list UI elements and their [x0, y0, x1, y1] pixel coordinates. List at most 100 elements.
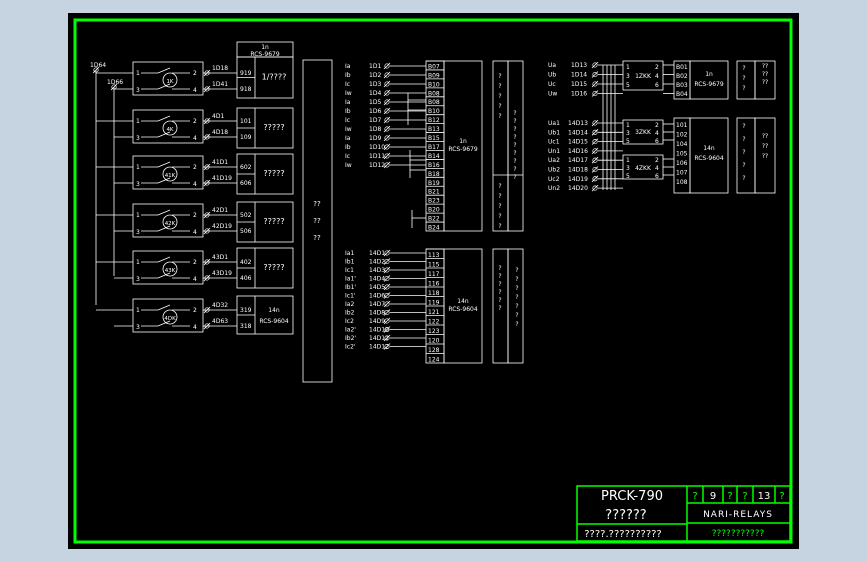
terminal-symbol	[384, 90, 390, 96]
terminal-symbol	[384, 292, 390, 299]
company-subtitle: ???????????	[712, 529, 765, 539]
phase-label: Ib	[345, 72, 351, 79]
terminal-symbol	[204, 134, 210, 140]
title-block	[576, 485, 791, 542]
terminal-slash	[591, 90, 599, 97]
terminal-label: 1D66	[107, 79, 123, 86]
terminal-slash	[383, 125, 391, 133]
drawing-number: PRCK-790	[601, 489, 663, 504]
strip-terminal-label: B08	[428, 99, 440, 106]
sheet-background	[68, 13, 799, 549]
strip-terminal-label: B02	[676, 73, 688, 80]
note-mark: ?	[498, 223, 501, 230]
pin-label: 5	[626, 82, 630, 89]
pin-label: 6	[655, 138, 659, 145]
box-term-label: 402	[240, 259, 252, 266]
strip-terminal-label: 116	[428, 281, 440, 288]
terminal-slash	[383, 107, 391, 115]
pin-label: 1	[626, 122, 630, 129]
phase-label: Ia2'	[345, 327, 356, 334]
phase-label: Ia1	[345, 250, 354, 257]
phase-label: Ib2'	[345, 335, 356, 342]
terminal-symbol	[384, 335, 390, 341]
note-mark: ?	[742, 136, 745, 143]
input-terminal-label: 14D15	[568, 139, 588, 146]
note-mark: ?	[742, 65, 745, 72]
note-mark: ?	[498, 73, 501, 80]
note-mark: ?	[513, 126, 516, 133]
pin-label: 4	[193, 229, 197, 236]
switch-label: 1K	[166, 79, 173, 85]
terminal-slash	[383, 300, 391, 308]
strip-terminal-label: B14	[428, 153, 440, 160]
terminal-slash	[203, 163, 211, 171]
strip-terminal-label: B13	[428, 126, 440, 133]
pin-label: 3	[136, 135, 140, 142]
input-terminal-label: 14D9	[369, 318, 385, 325]
terminal-symbol	[384, 99, 390, 105]
phase-label: Ib	[345, 144, 351, 151]
box-term-label: 502	[240, 212, 252, 219]
terminal-symbol	[384, 250, 390, 256]
note-mark: ?	[513, 174, 516, 181]
output-label: 4D18	[212, 129, 228, 136]
switch-coil	[162, 214, 178, 230]
terminal-symbol	[204, 323, 210, 329]
terminal-symbol	[204, 118, 210, 124]
terminal-symbol	[204, 164, 210, 170]
wire-line	[157, 83, 171, 90]
note-mark: ?	[513, 158, 516, 165]
phase-label: Ic2'	[345, 344, 356, 351]
input-terminal-label: 14D12	[369, 344, 389, 351]
strip-terminal-label: B17	[428, 144, 440, 151]
phase-label: Ib	[345, 108, 351, 115]
pin-label: 3	[626, 165, 630, 172]
note-mark: ?	[515, 276, 518, 283]
terminal-slash	[383, 62, 391, 70]
terminal-symbol	[384, 275, 390, 282]
terminal-slash	[383, 317, 391, 325]
pin-label: 4	[193, 324, 197, 331]
note-column	[507, 248, 524, 364]
terminal-label: 1D64	[90, 62, 106, 69]
input-terminal-label: 14D20	[568, 185, 588, 192]
drawing-subtitle: ????.??????????	[584, 529, 662, 540]
pin-label: 4	[655, 73, 659, 80]
input-terminal-label: 1D3	[369, 81, 381, 88]
note-mark: ?	[513, 118, 516, 125]
relay-label: 1ZKK	[635, 73, 652, 80]
terminal-slash	[591, 119, 599, 127]
input-terminal-label: 1D2	[369, 72, 381, 79]
terminal-slash	[383, 71, 391, 79]
terminal-symbol	[384, 81, 390, 87]
terminal-slash	[383, 116, 391, 124]
note-mark: ?	[498, 297, 501, 304]
pin-label: 4	[193, 276, 197, 283]
input-terminal-label: 1D10	[369, 144, 385, 151]
device-box	[689, 117, 729, 194]
phase-label: Iw	[345, 162, 352, 169]
terminal-slash	[383, 249, 391, 257]
pin-label: 5	[626, 173, 630, 180]
device-label: 1n	[459, 138, 467, 145]
terminal-symbol	[384, 301, 390, 307]
note-mark: ?	[498, 273, 501, 280]
input-terminal-label: 14D1	[369, 250, 385, 257]
note-mark: ??	[762, 71, 768, 78]
device-label: RCS-9679	[448, 146, 477, 153]
output-label: 41D19	[212, 175, 232, 182]
input-terminal-label: 14D19	[568, 176, 588, 183]
phase-label: Ib1	[345, 259, 355, 266]
terminal-slash	[203, 274, 211, 282]
device-box	[689, 60, 729, 100]
note-mark: ?	[498, 183, 501, 190]
terminal-slash	[203, 117, 211, 125]
pin-label: 4	[655, 130, 659, 137]
strip-terminal-label: B03	[676, 82, 688, 89]
note-mark: ?	[742, 175, 745, 182]
terminal-symbol	[592, 139, 598, 145]
